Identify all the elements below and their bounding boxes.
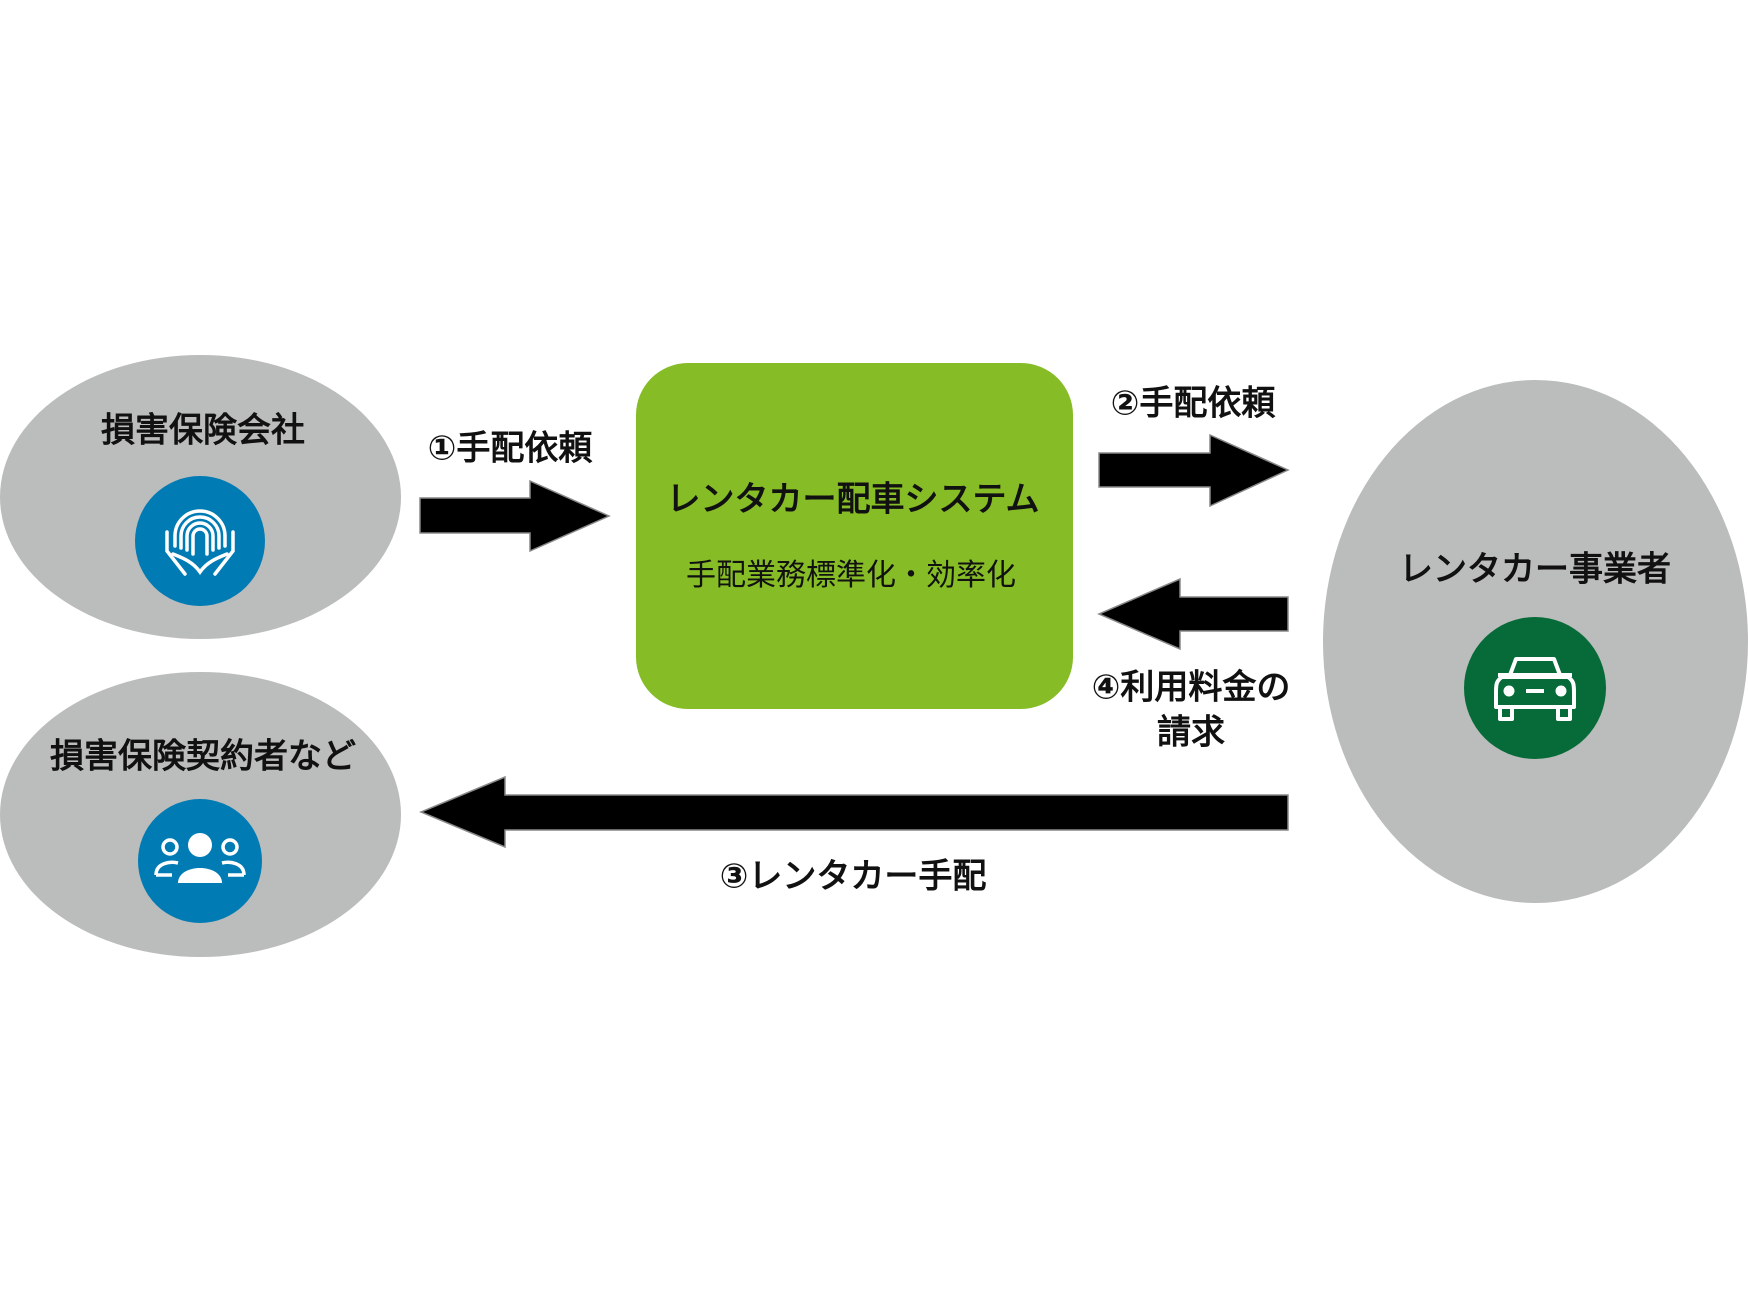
step4-label-line2: 請求 (1157, 712, 1225, 753)
policyholder-label: 損害保険契約者など (50, 736, 356, 777)
arrow-step1 (419, 479, 611, 553)
rental-dispatch-system-box (636, 363, 1073, 709)
step4-label-line1: ④利用料金の (1091, 667, 1291, 708)
step3-label: ③レンタカー手配 (719, 856, 987, 897)
step2-label: ②手配依頼 (1110, 383, 1276, 424)
hands-rainbow-icon (135, 476, 265, 606)
arrow-step3 (419, 775, 1289, 849)
car-icon (1464, 617, 1606, 759)
rental-company-label: レンタカー事業者 (1399, 549, 1671, 590)
system-title: レンタカー配車システム (666, 479, 1040, 520)
system-subtitle: 手配業務標準化・効率化 (686, 558, 1016, 593)
arrow-step4 (1097, 577, 1289, 651)
arrow-step2 (1098, 433, 1290, 508)
people-group-icon (138, 799, 262, 923)
step1-label: ①手配依頼 (427, 428, 593, 469)
insurer-label: 損害保険会社 (101, 410, 305, 451)
